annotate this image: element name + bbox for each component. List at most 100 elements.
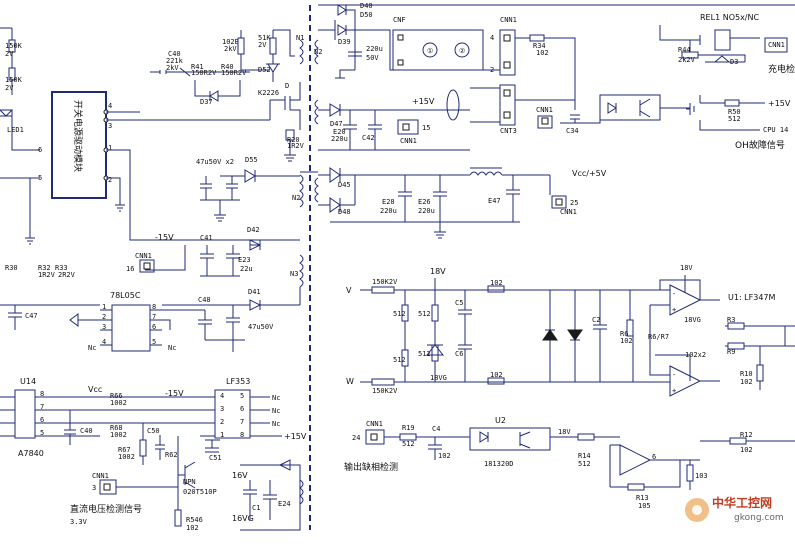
r34-label: R34 (533, 42, 546, 50)
dc-detect-voltage: 3.3V (70, 518, 88, 526)
lf353-label: LF353 (226, 377, 250, 386)
svg-text:②: ② (459, 47, 465, 55)
svg-text:+: + (672, 306, 676, 314)
cap220u-label: 220u (366, 45, 383, 53)
svg-text:6: 6 (652, 453, 656, 461)
svg-text:6: 6 (40, 416, 44, 424)
r44-value: 2k2V (678, 56, 696, 64)
fan1-icon (422, 42, 438, 58)
ic78-label: 78L05C (110, 291, 141, 300)
c41-label: C41 (200, 234, 213, 242)
d42-icon (249, 239, 262, 251)
aux16-section: 16V 16VG C1 E24 (232, 459, 304, 531)
svg-text:2: 2 (220, 418, 224, 426)
svg-text:6: 6 (152, 323, 156, 331)
diode-pair-icon (542, 329, 583, 341)
nc-left-label: Nc (88, 344, 96, 352)
r20-label: R20 (287, 136, 300, 144)
n2-label-top: N2 (314, 48, 322, 56)
c40-voltage: 2kV (166, 64, 179, 72)
d50-label: D50 (360, 11, 373, 19)
svg-text:5: 5 (152, 338, 156, 346)
r40-label: R40 (221, 63, 234, 71)
r34-value: 102 (536, 49, 549, 57)
fan3-icon (446, 89, 460, 121)
r150k2-voltage: 2V (5, 84, 14, 92)
phase-loss-section: 24 CNN1 R19 512 C4 102 U2 181320D 18V R1… (344, 416, 795, 510)
vcc5-section: D55 47u50V x2 D45 D48 E28 220u E26 220u … (196, 156, 607, 239)
plus15-section: D47 +15V E20 220u C42 15 CNN1 CNT3 CNN1 … (318, 84, 601, 151)
cnn1-25-label: CNN1 (560, 208, 577, 216)
e23-value: 22u (240, 265, 253, 273)
r66-value: 1002 (110, 399, 127, 407)
nc-b-label: Nc (272, 407, 280, 415)
cnf-label: CNF (393, 16, 406, 24)
c1-label: C1 (252, 504, 260, 512)
e28-label: E28 (382, 198, 395, 206)
r6-label: R6 (620, 330, 628, 338)
cnn1-24-label: CNN1 (366, 420, 383, 428)
d37-label: D37 (200, 98, 213, 106)
svg-text:1: 1 (102, 303, 106, 311)
oh-fault-label: OH故障信号 (735, 139, 785, 151)
d45-label: D45 (338, 181, 351, 189)
n2-label: N2 (292, 194, 300, 202)
driver-module-ic (51, 91, 107, 199)
zener-icon (425, 344, 445, 356)
r14-label: R14 (578, 452, 591, 460)
caps-47u-label: 47u50V x2 (196, 158, 234, 166)
u14-label: U14 (20, 377, 36, 386)
svg-text:8: 8 (152, 303, 156, 311)
u2-label: U2 (495, 416, 506, 425)
v18-meas-label: 18V (430, 267, 446, 276)
regulator-section: C47 78L05C 1 2 3 4 8 7 6 5 Nc Nc C48 47u… (0, 288, 300, 352)
svg-text:3: 3 (220, 405, 224, 413)
c4-label: C4 (432, 425, 440, 433)
e24-label: E24 (278, 500, 291, 508)
d55-label: D55 (245, 156, 258, 164)
c50-label: C50 (147, 427, 160, 435)
a7840-ic (14, 389, 36, 439)
c47-label: C47 (25, 312, 38, 320)
c4-value: 102 (438, 452, 451, 460)
r150k2-label: 150K (5, 76, 23, 84)
minus15-lf-label: -15V (165, 389, 184, 398)
cnt3-label: CNT3 (500, 127, 517, 135)
r66-label: R66 (110, 392, 123, 400)
r150k2v-label: 150K2V (372, 278, 398, 286)
svg-text:D: D (285, 82, 289, 90)
output-phase-detect-label: 输出缺相检测 (344, 461, 398, 473)
v18-u1-label: 18V (680, 264, 693, 272)
r19-label: R19 (402, 424, 415, 432)
voltage-measure-section: V W 150K2V 150K2V 512 512 512 512 18V 18… (346, 267, 670, 395)
r6-value: 102 (620, 337, 633, 345)
r512c-label: 512 (418, 310, 431, 318)
svg-text:-: - (672, 371, 676, 379)
d47-label: D47 (330, 120, 343, 128)
svg-text:7: 7 (40, 403, 44, 411)
e20-label: E20 (333, 128, 346, 136)
cpu-label: CPU 14 (763, 126, 788, 134)
transformer: N2 N2 N3 (290, 5, 322, 530)
r13-label: R13 (636, 494, 649, 502)
r67-label: R67 (118, 446, 131, 454)
gnd16-label: 16VG (232, 514, 254, 523)
r512a-label: 512 (393, 310, 406, 318)
svg-text:7: 7 (240, 418, 244, 426)
relay-label: REL1 NO5x/NC (700, 13, 759, 22)
cnn1-15-label: CNN1 (400, 137, 417, 145)
r150k2v-w-label: 150K2V (372, 387, 398, 395)
cap50v-label: 50V (366, 54, 379, 62)
v16-label: 16V (232, 471, 248, 480)
r33-value: 2R2V (58, 271, 76, 279)
r51k-voltage: 2V (258, 41, 267, 49)
u1-opamp-section: U1: LF347M 18V -+ 18VG -+ 102x2 R3 R9 R1… (649, 264, 795, 397)
r32-label: R32 (38, 264, 51, 272)
svg-text:7: 7 (152, 313, 156, 321)
watermark-url: gkong.com (734, 513, 784, 523)
r150k-label: 150K (5, 42, 23, 50)
svg-text:3: 3 (92, 484, 96, 492)
nc-a-label: Nc (272, 394, 280, 402)
r10-label: R10 (740, 370, 753, 378)
